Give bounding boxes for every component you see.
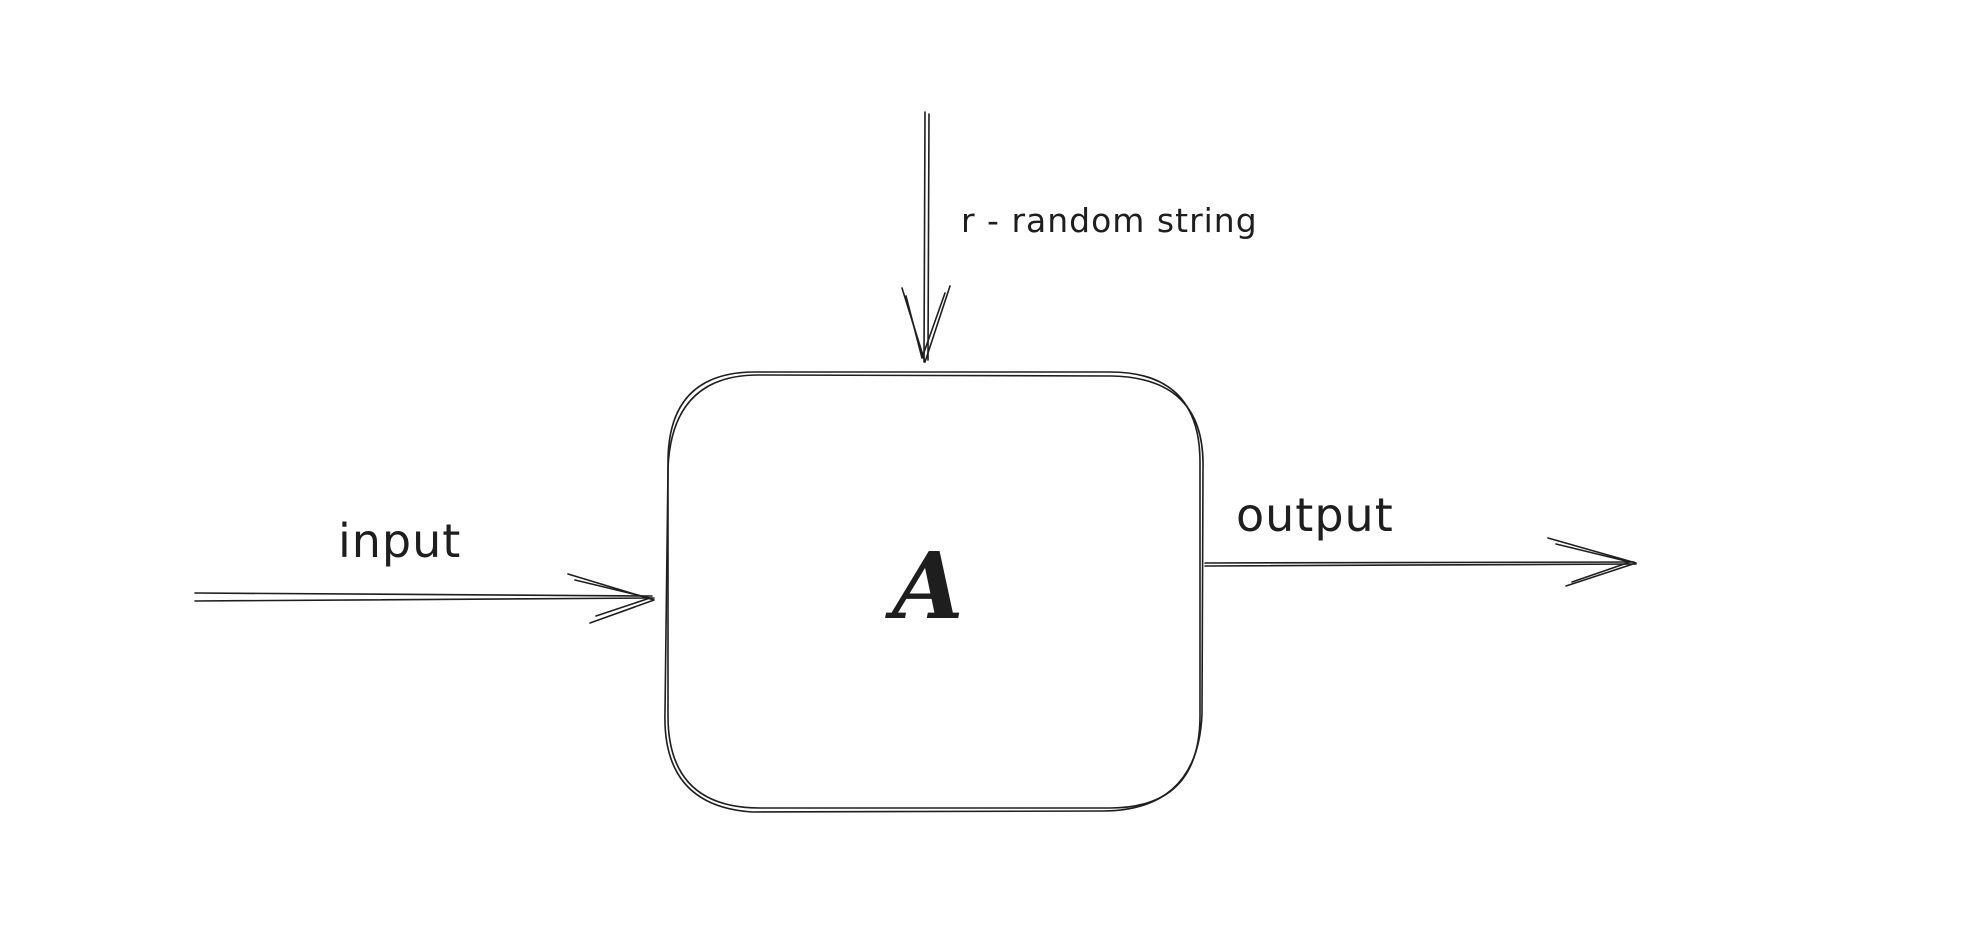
input-label: input xyxy=(338,514,461,568)
block-a: A xyxy=(664,371,1204,813)
output-label: output xyxy=(1236,488,1394,542)
block-label: A xyxy=(884,532,963,640)
random-string-label: r - random string xyxy=(961,201,1258,240)
input-arrow xyxy=(194,573,655,624)
random-arrow xyxy=(901,111,951,363)
output-arrow xyxy=(1204,537,1637,587)
